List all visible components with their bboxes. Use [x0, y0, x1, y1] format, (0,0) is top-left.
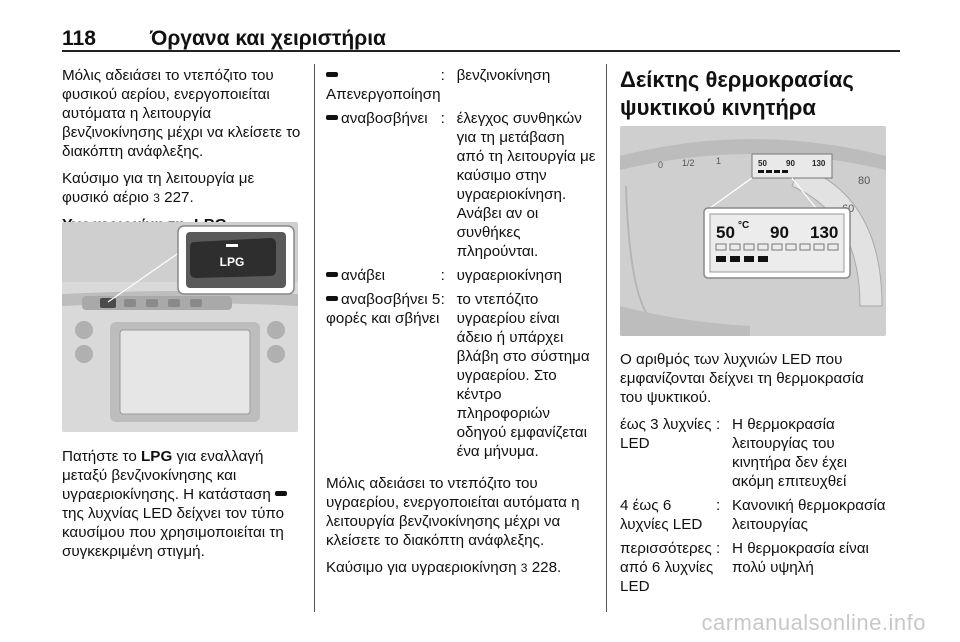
column-1-lower: Πατήστε το LPG για εναλλαγή μεταξύ βενζι…: [62, 447, 302, 569]
mini-scale-50: 50: [758, 159, 767, 168]
led-status-value: το ντεπόζιτο υγραερίου είναι άδειο ή υπά…: [456, 291, 590, 460]
coolant-led-value: Κανονική θερμοκρασία λειτουργίας: [732, 497, 886, 533]
colon-separator: :: [440, 110, 445, 127]
coolant-led-key: έως 3 λυχνίες LED: [620, 416, 712, 452]
mini-scale-130: 130: [812, 159, 826, 168]
header-divider: [62, 50, 900, 52]
led-lamp-icon: [326, 115, 338, 121]
paragraph-lpg-empty: Μόλις αδειάσει το ντεπόζιτο του υγραερίο…: [326, 475, 580, 549]
page-reference-link[interactable]: 227.: [164, 189, 194, 206]
zoom-scale-130: 130: [810, 223, 838, 242]
paragraph-cng-ref: Καύσιμο για τη λειτουργία με φυσικό αέρι…: [62, 170, 255, 206]
coolant-led-key: 4 έως 6 λυχνίες LED: [620, 497, 703, 533]
fuel-label-half: 1/2: [682, 158, 695, 168]
led-status-table: Απενεργοποίηση: βενζινοκίνηση αναβοσβήνει:…: [326, 66, 596, 466]
led-status-value: έλεγχος συνθηκών για τη μετάβαση από τη …: [456, 110, 596, 260]
page-header: 118 Όργανα και χειριστήρια: [62, 22, 902, 54]
column-3: Δείκτης θερμοκρασίας ψυκτικού κινητήρα: [620, 66, 888, 122]
column-1: Μόλις αδειάσει το ντεπόζιτο του φυσικού …: [62, 66, 302, 250]
coolant-led-value: Η θερμοκρασία είναι πολύ υψηλή: [732, 540, 869, 576]
lpg-keyword: LPG: [141, 448, 173, 465]
page-reference-icon: 3: [520, 561, 528, 575]
led-status-value: υγραεριοκίνηση: [456, 267, 562, 284]
fuel-label-1: 1: [716, 156, 721, 166]
page-reference-link[interactable]: 228.: [531, 559, 562, 576]
colon-separator: :: [716, 540, 721, 557]
led-status-row: Απενεργοποίηση: βενζινοκίνηση: [326, 66, 596, 109]
lpg-button-label: LPG: [220, 255, 245, 269]
column-divider-2: [606, 64, 607, 612]
colon-separator: :: [716, 497, 721, 514]
paragraph-lpg-ref: Καύσιμο για υγραεριοκίνηση 3 228.: [326, 559, 562, 576]
coolant-led-row: 4 έως 6 λυχνίες LED: Κανονική θερμοκρασία…: [620, 496, 888, 539]
paragraph-led-count: Ο αριθμός των λυχνιών LED που εμφανίζοντ…: [620, 351, 864, 406]
column-3-lower: Ο αριθμός των λυχνιών LED που εμφανίζοντ…: [620, 350, 888, 601]
zoom-scale-90: 90: [770, 223, 789, 242]
led-lamp-icon: [326, 296, 338, 302]
temperature-unit: °C: [738, 220, 749, 231]
colon-separator: :: [440, 67, 445, 84]
lpg-button-figure: LPG: [62, 222, 298, 432]
mini-scale-90: 90: [786, 159, 795, 168]
led-status-key: αναβοσβήνει 5 φορές και σβήνει: [326, 291, 441, 327]
led-segment-outlines: [715, 243, 839, 251]
led-lamp-icon: [326, 272, 338, 278]
page-title: Όργανα και χειριστήρια: [150, 27, 386, 50]
coolant-gauge-illustration: 80 60 0 1/2 1 50 90 130 50 °C 90 130: [620, 126, 886, 336]
coolant-led-key: περισσότερες από 6 λυχνίες LED: [620, 540, 714, 595]
led-status-key: ανάβει: [326, 266, 441, 290]
coolant-led-value: Η θερμοκρασία λειτουργίας του κινητήρα δ…: [732, 416, 848, 490]
led-status-key: Απενεργοποίηση: [326, 66, 441, 109]
fuel-label-0: 0: [658, 160, 663, 170]
coolant-led-row: έως 3 λυχνίες LED: Η θερμοκρασία λειτουργ…: [620, 415, 888, 496]
lpg-console-illustration: LPG: [62, 222, 298, 432]
paragraph-cng-empty: Μόλις αδειάσει το ντεπόζιτο του φυσικού …: [62, 67, 301, 160]
colon-separator: :: [440, 291, 445, 308]
led-status-key: αναβοσβήνει: [326, 109, 441, 266]
zoom-scale-50: 50: [716, 223, 735, 242]
led-status-row: αναβοσβήνει 5 φορές και σβήνει: το ντεπόζ…: [326, 290, 596, 466]
coolant-led-table: έως 3 λυχνίες LED: Η θερμοκρασία λειτουργ…: [620, 415, 888, 601]
column-divider-1: [314, 64, 315, 612]
coolant-led-row: περισσότερες από 6 λυχνίες LED: Η θερμοκρ…: [620, 539, 888, 601]
page-number: 118: [62, 27, 96, 50]
paragraph-lpg-usage: Πατήστε το LPG για εναλλαγή μεταξύ βενζι…: [62, 447, 302, 561]
dial-label-80: 80: [858, 175, 870, 187]
led-status-row: αναβοσβήνει: έλεγχος συνθηκών για τη μετά…: [326, 109, 596, 266]
led-lamp-icon: [275, 491, 288, 497]
section-heading-coolant: Δείκτης θερμοκρασίας ψυκτικού κινητήρα: [620, 67, 854, 120]
led-segments-lit: [716, 256, 768, 262]
led-status-row: ανάβει: υγραεριοκίνηση: [326, 266, 596, 290]
colon-separator: :: [440, 267, 445, 284]
led-lamp-icon: [326, 72, 338, 78]
coolant-gauge-figure: 80 60 0 1/2 1 50 90 130 50 °C 90 130: [620, 126, 886, 336]
page-reference-icon: 3: [153, 191, 160, 205]
column-2: Απενεργοποίηση: βενζινοκίνηση αναβοσβήνει:…: [326, 66, 596, 586]
watermark: carmanualsonline.info: [701, 610, 926, 635]
led-status-value: βενζινοκίνηση: [456, 67, 551, 84]
colon-separator: :: [716, 416, 721, 433]
